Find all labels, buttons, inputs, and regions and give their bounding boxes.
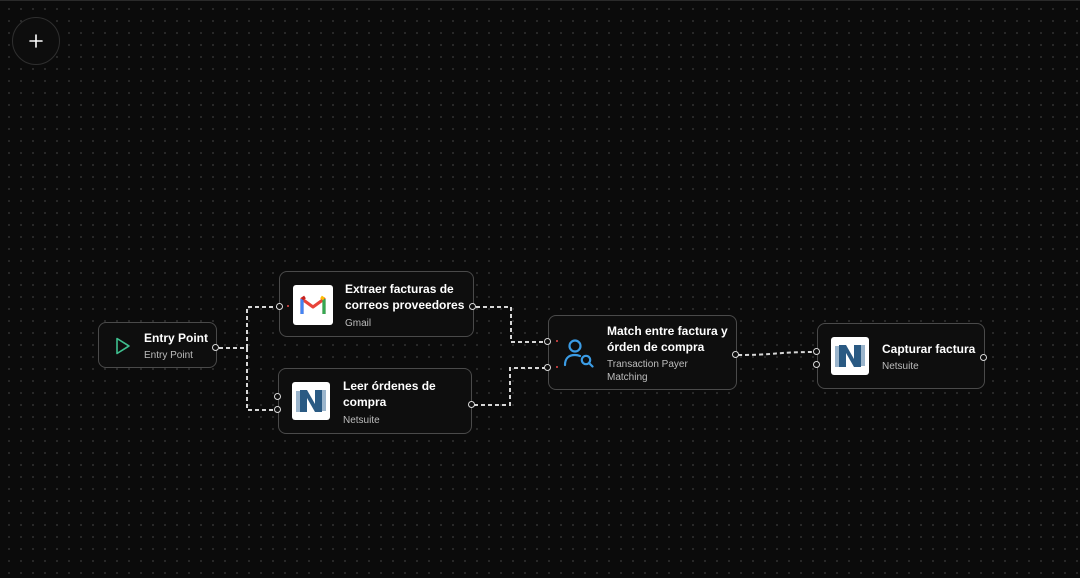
input-alert-dot bbox=[556, 340, 558, 342]
node-extraer-facturas[interactable]: Extraer facturas de correos proveedores … bbox=[279, 271, 474, 337]
node-subtitle: Netsuite bbox=[882, 361, 919, 372]
netsuite-read-input-port-2[interactable] bbox=[274, 406, 281, 413]
node-title: Leer órdenes de compra bbox=[343, 379, 436, 409]
add-node-button[interactable] bbox=[12, 17, 60, 65]
match-input-port-1[interactable] bbox=[544, 338, 551, 345]
entry-output-port[interactable] bbox=[212, 344, 219, 351]
play-icon bbox=[116, 337, 130, 355]
edge-netsuite-match bbox=[474, 367, 546, 406]
node-subtitle: Gmail bbox=[345, 318, 372, 329]
top-divider bbox=[0, 0, 1080, 1]
input-alert-dot bbox=[287, 305, 289, 307]
node-title: Entry Point bbox=[144, 331, 209, 345]
match-output-port[interactable] bbox=[732, 351, 739, 358]
edge-match-capture bbox=[737, 351, 815, 356]
netsuite-read-input-port-1[interactable] bbox=[274, 393, 281, 400]
node-subtitle: Netsuite bbox=[343, 415, 380, 426]
edge-entry-gmail bbox=[219, 306, 277, 349]
node-capturar-factura[interactable]: Capturar factura Netsuite bbox=[817, 323, 985, 389]
node-match-factura[interactable]: Match entre factura y órden de compra Tr… bbox=[548, 315, 737, 390]
netsuite-icon bbox=[831, 337, 869, 375]
node-subtitle: Transaction Payer Matching bbox=[607, 359, 688, 383]
edge-entry-netsuite bbox=[219, 347, 275, 411]
capture-input-port-2[interactable] bbox=[813, 361, 820, 368]
edge-gmail-match bbox=[476, 306, 546, 343]
capture-output-port[interactable] bbox=[980, 354, 987, 361]
gmail-output-port[interactable] bbox=[469, 303, 476, 310]
node-title: Match entre factura y órden de compra bbox=[607, 324, 728, 354]
node-subtitle: Entry Point bbox=[144, 350, 193, 361]
node-title: Extraer facturas de correos proveedores bbox=[345, 282, 465, 312]
gmail-icon bbox=[293, 285, 333, 325]
gmail-input-port[interactable] bbox=[276, 303, 283, 310]
node-title: Capturar factura bbox=[882, 342, 976, 356]
netsuite-icon bbox=[292, 382, 330, 420]
netsuite-read-output-port[interactable] bbox=[468, 401, 475, 408]
match-input-port-2[interactable] bbox=[544, 364, 551, 371]
plus-icon bbox=[29, 34, 43, 48]
user-search-icon bbox=[563, 339, 594, 368]
node-entry-point[interactable]: Entry Point Entry Point bbox=[98, 322, 217, 368]
node-leer-ordenes[interactable]: Leer órdenes de compra Netsuite bbox=[278, 368, 472, 434]
input-alert-dot bbox=[556, 366, 558, 368]
capture-input-port-1[interactable] bbox=[813, 348, 820, 355]
